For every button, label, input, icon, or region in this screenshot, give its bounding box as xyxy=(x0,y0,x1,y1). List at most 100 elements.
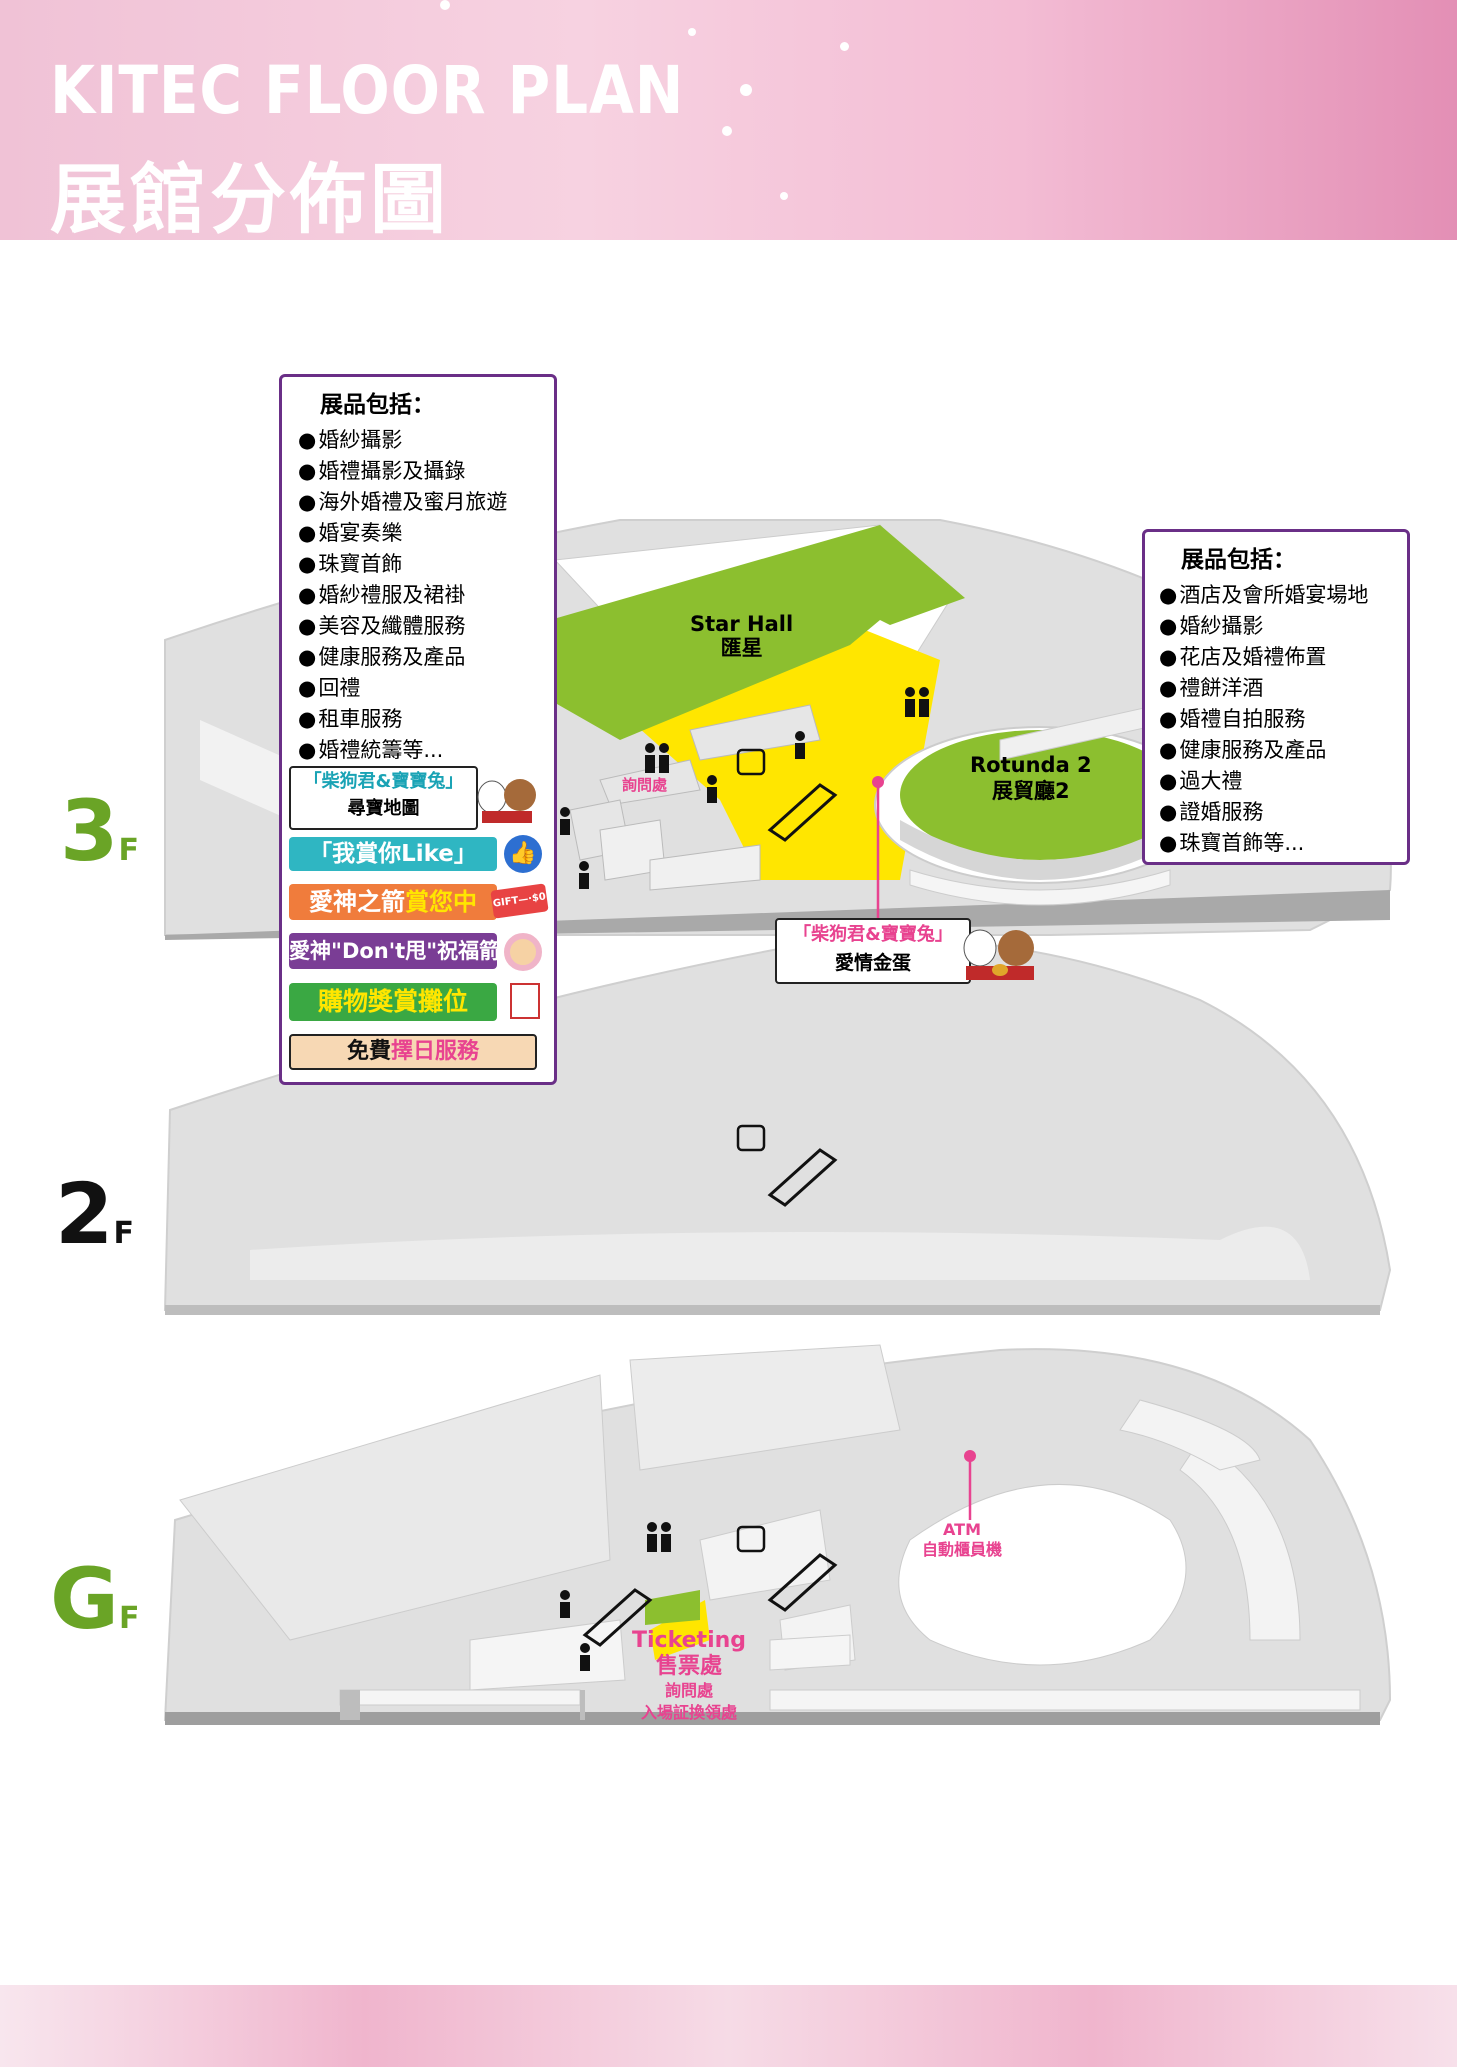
person-icon xyxy=(795,731,805,759)
egg-top: 「柴狗君&寶寶兔」 xyxy=(793,924,953,945)
exhibit-item: 健康服務及產品 xyxy=(298,642,554,673)
treasure-map-badge: 「柴狗君&寶寶兔」 尋寶地圖 xyxy=(289,766,478,830)
person-icon xyxy=(560,1590,570,1618)
escalator-icon xyxy=(767,783,838,842)
free-date-badge: 免費擇日服務 xyxy=(289,1034,537,1070)
exhibit-item: 婚宴奏樂 xyxy=(298,518,554,549)
floor-suffix: F xyxy=(113,1216,134,1251)
enquiry-3f-label: 詢問處 xyxy=(622,776,668,794)
floor-number: G xyxy=(50,1550,119,1648)
exhibit-item: 租車服務 xyxy=(298,704,554,735)
star-hall-en: Star Hall xyxy=(690,612,794,636)
floor-suffix: F xyxy=(118,1601,140,1636)
enquiry-gf: 詢問處 xyxy=(665,1681,714,1700)
sparkle-dot xyxy=(840,42,849,51)
like-badge: 「我賞你Like」 xyxy=(289,837,497,871)
title-chinese: 展館分佈圖 xyxy=(50,155,450,244)
exhibit-item: 美容及纖體服務 xyxy=(298,611,554,642)
toilet-icon xyxy=(647,1522,671,1552)
escalator-icon xyxy=(767,1148,838,1207)
exhibits-box-right: 展品包括： 酒店及會所婚宴場地 婚紗攝影 花店及婚禮佈置 禮餅洋酒 婚禮自拍服務… xyxy=(1142,529,1410,865)
title-english: KITEC FLOOR PLAN xyxy=(50,52,685,129)
escalator-icon xyxy=(582,1588,653,1647)
exhibit-item: 酒店及會所婚宴場地 xyxy=(1159,580,1407,611)
exhibits-heading: 展品包括： xyxy=(320,392,435,418)
star-hall-area xyxy=(550,525,965,740)
mascot-illustration xyxy=(472,767,542,827)
floor-number: 2 xyxy=(55,1165,114,1263)
exhibit-item: 婚紗攝影 xyxy=(298,425,554,456)
escalator-icon xyxy=(767,1553,838,1612)
star-hall-zh: 匯星 xyxy=(720,636,763,660)
ticketing-label: Ticketing 售票處 詢問處 入場証換領處 xyxy=(632,1628,746,1724)
egg-bottom: 愛情金蛋 xyxy=(834,952,911,974)
free-b: 擇日服務 xyxy=(391,1039,480,1064)
badge-exchange: 入場証換領處 xyxy=(641,1703,738,1722)
toilet-icon xyxy=(905,687,929,717)
exhibit-item: 花店及婚禮佈置 xyxy=(1159,642,1407,673)
floor-number: 3 xyxy=(60,782,119,880)
floor-label-gf: GF xyxy=(50,1550,139,1648)
atm-zh: 自動櫃員機 xyxy=(922,1540,1003,1559)
gift-tag: GIFT—·$0 xyxy=(490,883,549,919)
treasure-top: 「柴狗君&寶寶兔」 xyxy=(303,771,464,792)
thumbs-up-icon: 👍 xyxy=(504,835,542,873)
donut-icon xyxy=(504,933,542,971)
free-a: 免費 xyxy=(346,1039,391,1064)
sparkle-dot xyxy=(740,84,752,96)
exhibits-heading: 展品包括： xyxy=(1181,547,1296,573)
pointer-dot xyxy=(964,1450,976,1462)
floor-gf-plan xyxy=(163,1344,1392,1725)
treasure-bottom: 尋寶地圖 xyxy=(347,798,420,819)
mascot-illustration xyxy=(958,918,1042,984)
sparkle-dot xyxy=(688,28,696,36)
sparkle-dot xyxy=(722,126,732,136)
exhibit-item: 海外婚禮及蜜月旅遊 xyxy=(298,487,554,518)
rotunda-zh: 展貿廳2 xyxy=(992,779,1070,803)
exhibit-item: 婚紗禮服及裙褂 xyxy=(298,580,554,611)
person-icon xyxy=(579,861,589,889)
dont-shuai-badge: 愛神"Don't甩"祝福箭 xyxy=(289,933,500,969)
rotunda-label: Rotunda 2 展貿廳2 xyxy=(970,752,1092,804)
golden-egg-callout: 「柴狗君&寶寶兔」 愛情金蛋 xyxy=(775,918,971,984)
header-banner: KITEC FLOOR PLAN 展館分佈圖 xyxy=(0,0,1457,244)
exhibit-item: 婚禮統籌等... xyxy=(298,735,554,766)
exhibit-item: 珠寶首飾等... xyxy=(1159,828,1407,859)
rotunda-2-area xyxy=(900,730,1180,860)
rotunda-en: Rotunda 2 xyxy=(970,753,1092,777)
floor-label-2f: 2F xyxy=(55,1165,134,1263)
person-icon xyxy=(707,775,717,803)
ticketing-zh: 售票處 xyxy=(656,1654,723,1679)
atm-en: ATM xyxy=(943,1520,981,1539)
exhibit-item: 珠寶首飾 xyxy=(298,549,554,580)
sparkle-dot xyxy=(440,0,450,10)
exhibit-item: 證婚服務 xyxy=(1159,797,1407,828)
exhibits-box-left: 展品包括： 婚紗攝影 婚禮攝影及攝錄 海外婚禮及蜜月旅遊 婚宴奏樂 珠寶首飾 婚… xyxy=(279,374,557,1085)
floor-label-3f: 3F xyxy=(60,782,139,880)
cupid-a: 愛神之箭 xyxy=(309,888,405,916)
elevator-icon xyxy=(736,1124,766,1152)
elevator-icon xyxy=(736,1525,766,1553)
ticketing-en: Ticketing xyxy=(632,1628,747,1653)
person-icon xyxy=(560,807,570,835)
exhibit-item: 婚禮攝影及攝錄 xyxy=(298,456,554,487)
cupid-b: 賞您中 xyxy=(405,888,477,916)
person-icon xyxy=(580,1643,590,1671)
exhibit-item: 禮餅洋酒 xyxy=(1159,673,1407,704)
toilet-icon xyxy=(645,743,669,773)
exhibit-item: 過大禮 xyxy=(1159,766,1407,797)
gift-box-icon xyxy=(510,983,540,1019)
exhibits-list: 酒店及會所婚宴場地 婚紗攝影 花店及婚禮佈置 禮餅洋酒 婚禮自拍服務 健康服務及… xyxy=(1145,580,1407,859)
exhibit-item: 健康服務及產品 xyxy=(1159,735,1407,766)
exhibit-item: 回禮 xyxy=(298,673,554,704)
floor-suffix: F xyxy=(118,833,139,868)
atm-label: ATM 自動櫃員機 xyxy=(922,1520,1002,1560)
sparkle-dot xyxy=(780,192,788,200)
cupid-arrow-badge: 愛神之箭賞您中 xyxy=(289,884,497,920)
footer-banner xyxy=(0,1985,1457,2067)
exhibit-item: 婚紗攝影 xyxy=(1159,611,1407,642)
shopping-reward-badge: 購物獎賞攤位 xyxy=(289,983,497,1021)
exhibits-list: 婚紗攝影 婚禮攝影及攝錄 海外婚禮及蜜月旅遊 婚宴奏樂 珠寶首飾 婚紗禮服及裙褂… xyxy=(282,425,554,766)
star-hall-label: Star Hall 匯星 xyxy=(690,612,793,660)
